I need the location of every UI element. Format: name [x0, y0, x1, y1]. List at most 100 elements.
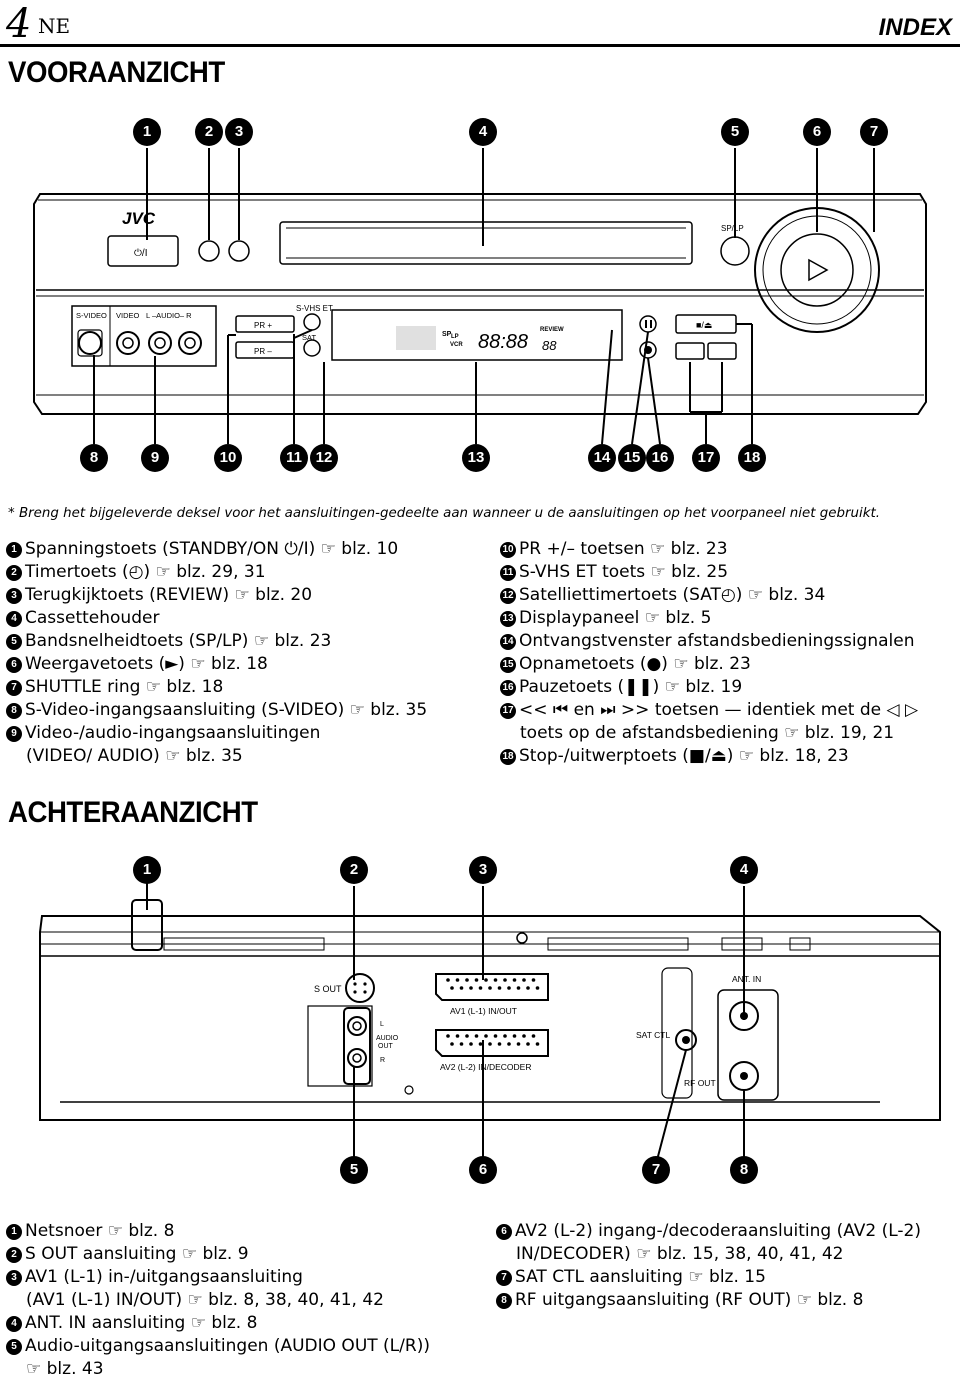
audio-panel-label: L –AUDIO– R [146, 311, 192, 320]
legend-item-continuation: (VIDEO/ AUDIO) ☞ blz. 35 [26, 746, 243, 766]
vcr-display-label: VCR [450, 342, 463, 348]
callout-badge: 13 [462, 444, 490, 472]
scart-pin [516, 1042, 521, 1046]
callout-badge: 8 [730, 1156, 758, 1184]
front-panel-illustration: JVC ⏻/I SP/LP S-VIDEO VIDEO L –AUDIO– R … [33, 148, 927, 445]
scart-pin [488, 1042, 492, 1046]
svideo-panel-label: S-VIDEO [76, 311, 107, 320]
display-digits: 88:88 [478, 331, 528, 353]
scart-pin [526, 986, 530, 990]
scart-pin [497, 1042, 502, 1046]
scart-pin [484, 1034, 488, 1038]
callout-badge: 3 [469, 856, 497, 884]
front-view-title: VOORAANZICHT [8, 56, 225, 89]
scart-pin [507, 986, 511, 990]
callout-badge: 16 [646, 444, 674, 472]
callout-badge: 14 [588, 444, 616, 472]
scart-pin [535, 986, 540, 990]
rear-view-title: ACHTERAANZICHT [8, 796, 258, 829]
scart-pin [503, 978, 507, 982]
scart-pin [474, 1034, 479, 1038]
callout-badge: 4 [730, 856, 758, 884]
scart-pin [493, 978, 498, 982]
av1-label: AV1 (L-1) IN/OUT [450, 1006, 517, 1016]
scart-pin [522, 1034, 526, 1038]
scart-pin [512, 1034, 517, 1038]
callout-badge: 15 [618, 444, 646, 472]
scart-pin [455, 978, 460, 982]
section-label: INDEX [878, 14, 952, 41]
video-panel-label: VIDEO [116, 311, 140, 320]
callout-badge: 10 [214, 444, 242, 472]
scart-pin [450, 986, 454, 990]
legend-item-continuation: IN/DECODER) ☞ blz. 15, 38, 40, 41, 42 [516, 1244, 844, 1264]
legend-item-continuation: toets op de afstandsbediening ☞ blz. 19,… [520, 723, 895, 743]
scart-pin [465, 1034, 469, 1038]
scart-pin [459, 986, 464, 990]
callout-badge: 6 [803, 118, 831, 146]
scart-pin [484, 978, 488, 982]
header-rule [0, 44, 960, 47]
scart-pin [474, 978, 479, 982]
lp-display-label: LP [451, 334, 459, 340]
ant-in-label: ANT. IN [732, 974, 761, 984]
svhs-et-label: S-VHS ET [296, 304, 333, 313]
stop-eject-label: ■/⏏ [696, 320, 712, 330]
page-number: 4 [6, 1, 32, 47]
callout-badge: 8 [80, 444, 108, 472]
sp-display-label: SP [442, 331, 452, 338]
callout-badge: 7 [860, 118, 888, 146]
scart-pin [512, 978, 517, 982]
scart-pin [446, 978, 450, 982]
scart-pin [459, 1042, 464, 1046]
rf-out-label: RF OUT [684, 1078, 716, 1088]
scart-pin [503, 1034, 507, 1038]
scart-pin [469, 986, 473, 990]
pr-plus-label: PR + [254, 321, 272, 330]
callout-badge: 12 [310, 444, 338, 472]
sat-label: SAT [302, 333, 316, 342]
callout-badge: 2 [340, 856, 368, 884]
legend-item: 17<< ⏮ en ⏭ >> toetsen — identiek met de… [500, 699, 918, 722]
scart-pin [497, 986, 502, 990]
scart-pin [493, 1034, 498, 1038]
scart-pin [478, 1042, 483, 1046]
cover-note: * Breng het bijgeleverde deksel voor het… [8, 506, 880, 521]
legend-item-continuation: (AV1 (L-1) IN/OUT) ☞ blz. 8, 38, 40, 41,… [26, 1290, 384, 1310]
callout-badge: 6 [469, 1156, 497, 1184]
scart-pin [507, 1042, 511, 1046]
scart-pin [465, 978, 469, 982]
pr-minus-label: PR – [254, 347, 272, 356]
display-small-digits: 88 [542, 338, 557, 353]
audio-out-out-label: OUT [378, 1043, 394, 1050]
review-display-label: REVIEW [540, 327, 564, 333]
audio-out-audio-label: AUDIO [376, 1035, 399, 1042]
s-out-label: S OUT [314, 984, 342, 994]
